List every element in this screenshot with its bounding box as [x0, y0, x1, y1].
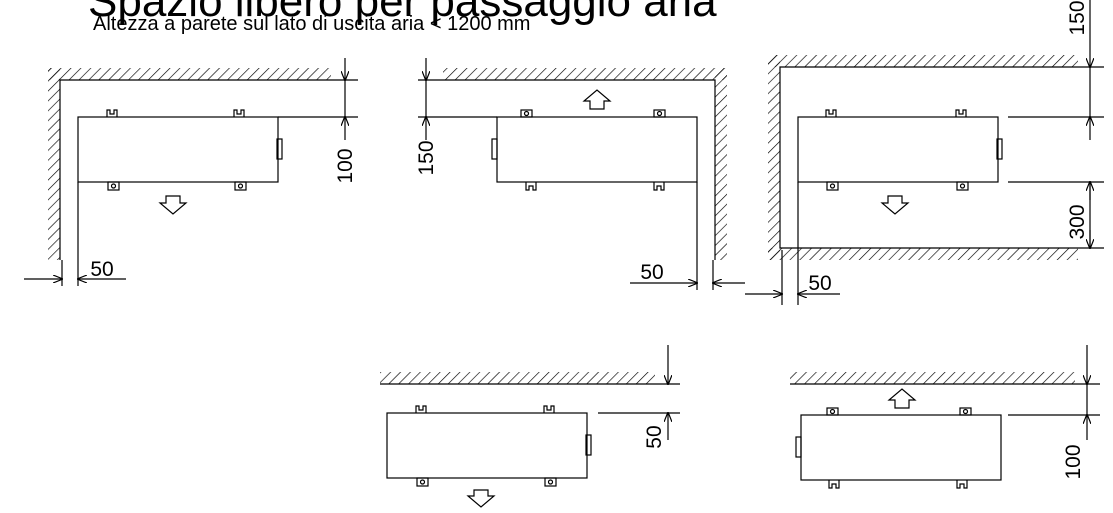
wall-hatch-left [768, 55, 780, 260]
arrow-down-outline-icon [880, 195, 910, 215]
wall-line [443, 79, 716, 260]
wall-hatch-bottom [768, 248, 1078, 260]
wall-hatch-top [768, 55, 1078, 67]
diagram-5 [790, 345, 1100, 489]
dim-label: 300 [1066, 204, 1089, 239]
diagram-2 [418, 58, 745, 290]
dim-label: 50 [640, 261, 663, 284]
page-subtitle: Altezza a parete sul lato di uscita aria… [93, 13, 531, 35]
unit-body [386, 405, 592, 487]
wall-hatch-top [790, 372, 1075, 384]
dim-label: 50 [808, 272, 831, 295]
dim-label: 50 [90, 258, 113, 281]
wall-hatch-top [443, 68, 727, 80]
unit-body [491, 109, 698, 191]
unit-body [77, 109, 283, 191]
wall-hatch-top [380, 372, 655, 384]
arrow-up-outline-icon [582, 89, 612, 110]
wall-hatch-right [715, 68, 727, 260]
dim-label: 150 [415, 140, 438, 175]
arrow-up-outline-icon [887, 388, 917, 409]
dim-label: 100 [1062, 444, 1085, 479]
wall-hatch-top [48, 68, 331, 80]
unit-body [797, 109, 1003, 191]
diagram-4 [380, 345, 680, 508]
page-title: Spazio libero per passaggio aria [88, 0, 717, 26]
arrow-down-outline-icon [466, 489, 496, 508]
arrow-down-outline-icon [158, 195, 188, 215]
dim-label: 150 [1066, 0, 1089, 35]
wall-hatch-left [48, 68, 60, 260]
wall-line [59, 79, 331, 260]
dim-label: 50 [643, 425, 666, 448]
diagram-3 [745, 0, 1104, 305]
dim-label: 100 [334, 148, 357, 183]
unit-body [795, 407, 1002, 489]
wall-line [779, 66, 1078, 249]
diagram-1 [24, 58, 358, 286]
